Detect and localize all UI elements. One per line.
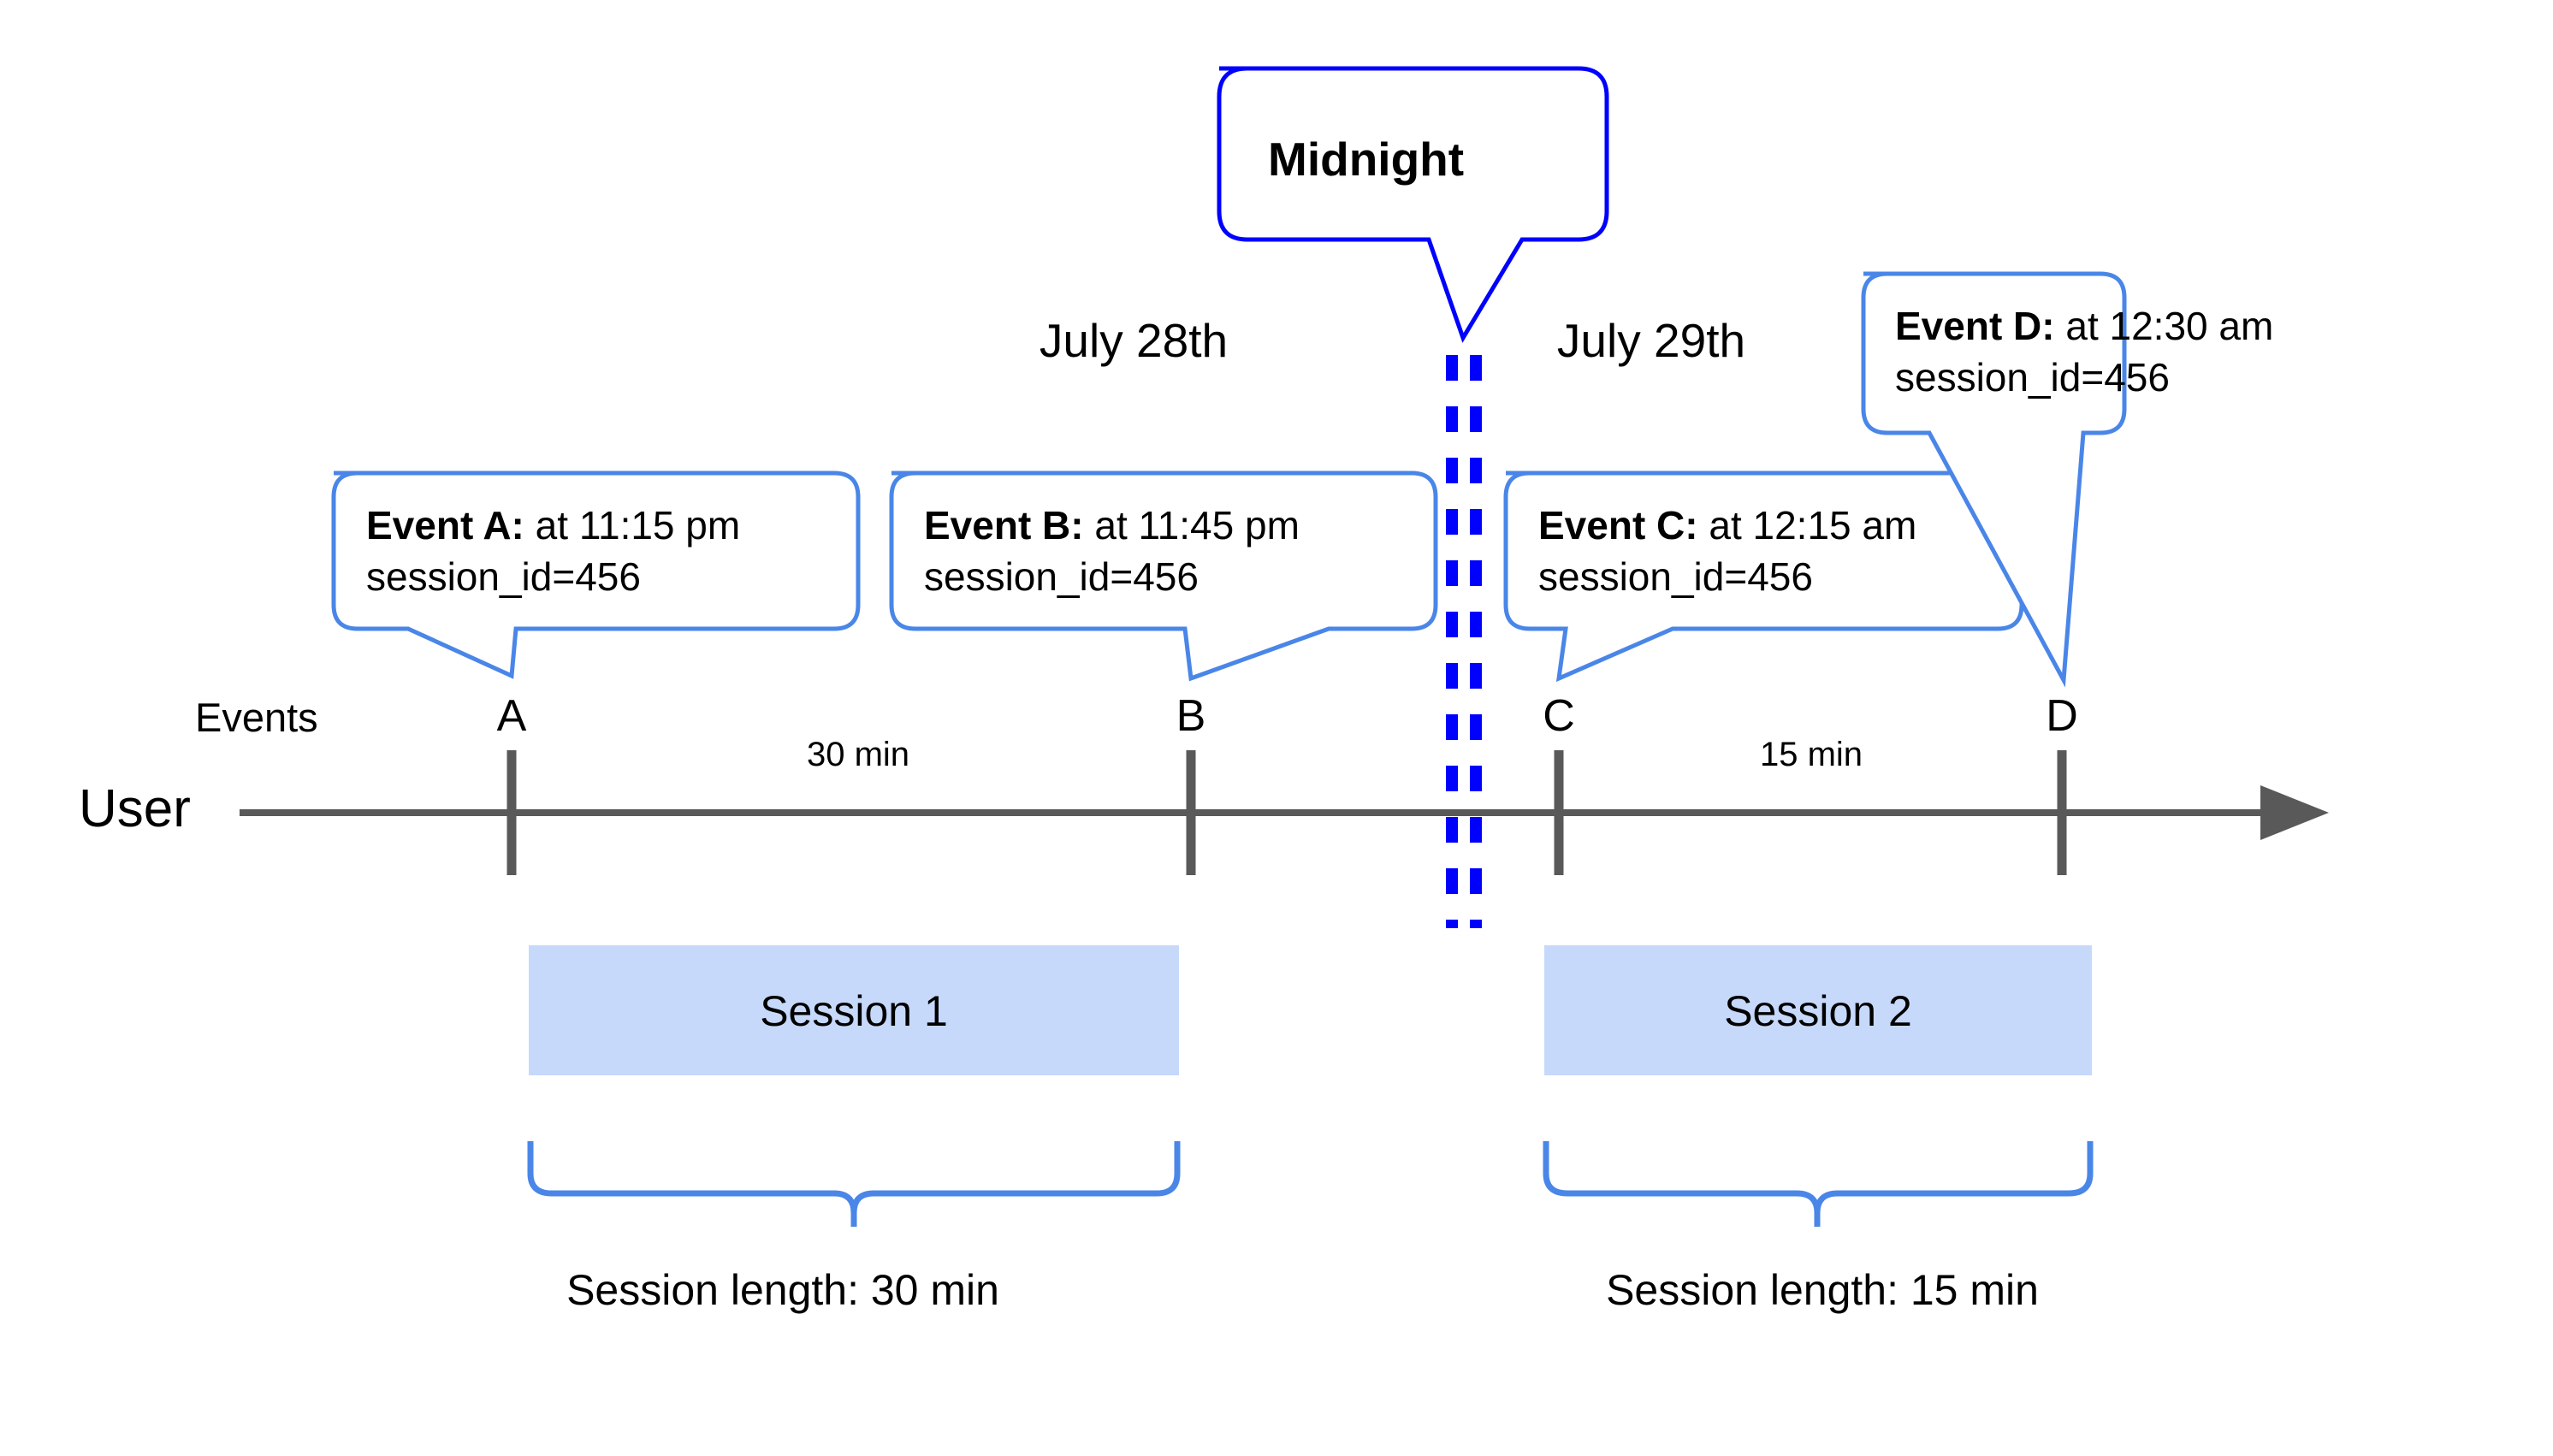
session-2-brace (1543, 1141, 2094, 1227)
event-a-detail: session_id=456 (366, 553, 641, 599)
event-d-detail: session_id=456 (1895, 354, 2170, 400)
gap-label-15-min: 15 min (1759, 736, 1863, 773)
event-c-detail: session_id=456 (1538, 553, 1813, 599)
session-braces (527, 1141, 2094, 1227)
session-2-label: Session 2 (1724, 987, 1912, 1035)
date-label-july-29: July 29th (1556, 314, 1746, 367)
event-a-callout-text: Event A: at 11:15 pm session_id=456 (366, 500, 740, 603)
event-b-time: at 11:45 pm (1083, 503, 1300, 547)
midnight-callout-shape (1217, 66, 1609, 343)
session-2-length-label: Session length: 15 min (1606, 1266, 2039, 1314)
event-d-callout-shape (1861, 271, 2127, 688)
event-c-callout-text: Event C: at 12:15 am session_id=456 (1538, 500, 1916, 603)
session-1-length-label: Session length: 30 min (566, 1266, 999, 1314)
event-a-title: Event A: (366, 503, 524, 547)
event-c-title: Event C: (1538, 503, 1698, 547)
gap-label-30-min: 30 min (806, 736, 910, 773)
event-b-callout[interactable] (889, 471, 1438, 682)
tick-label-c: C (1543, 691, 1575, 741)
tick-label-b: B (1176, 691, 1206, 741)
event-a-time: at 11:15 pm (524, 503, 741, 547)
session-2-bar[interactable] (1544, 945, 2092, 1075)
tick-label-d: D (2046, 691, 2078, 741)
tick-label-a: A (496, 691, 527, 741)
midnight-label: Midnight (1268, 133, 1465, 186)
timeline-axis (240, 750, 2329, 875)
event-d-callout-text: Event D: at 12:30 am session_id=456 (1895, 301, 2273, 404)
event-d-title: Event D: (1895, 304, 2055, 348)
event-c-time: at 12:15 am (1697, 503, 1917, 547)
midnight-divider (1446, 355, 1482, 928)
session-bars (529, 945, 2092, 1075)
midnight-callout (1217, 66, 1609, 343)
event-b-callout-text: Event B: at 11:45 pm session_id=456 (924, 500, 1300, 603)
event-b-callout-shape (889, 471, 1438, 682)
event-d-time: at 12:30 am (2054, 304, 2274, 348)
session-1-brace (527, 1141, 1181, 1227)
event-d-callout[interactable] (1861, 271, 2127, 688)
event-b-detail: session_id=456 (924, 553, 1199, 599)
event-a-callout-shape (331, 471, 861, 679)
user-axis-label: User (79, 779, 191, 838)
session-1-bar[interactable] (529, 945, 1179, 1075)
events-row-label: Events (195, 695, 318, 740)
session-1-label: Session 1 (760, 987, 948, 1035)
event-a-callout[interactable] (331, 471, 861, 679)
event-b-title: Event B: (924, 503, 1084, 547)
date-label-july-28: July 28th (1039, 314, 1229, 367)
